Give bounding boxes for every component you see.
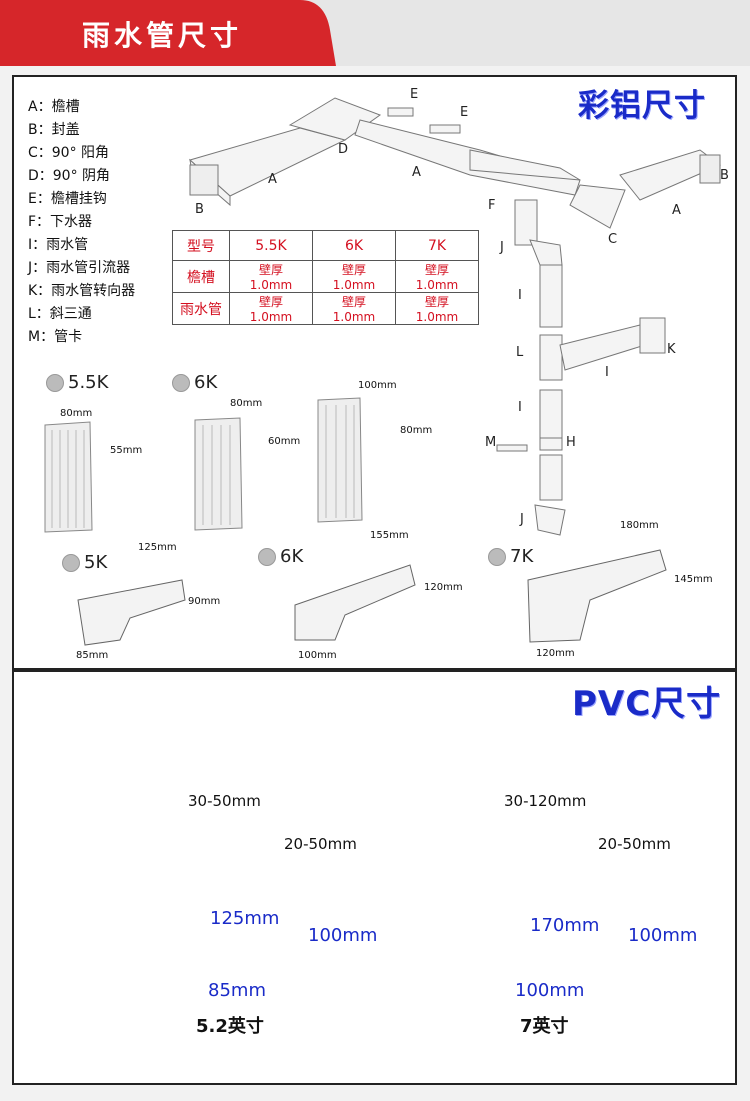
gutter-model-name: 5K: [84, 552, 108, 573]
part-label-e: E: [460, 105, 469, 120]
part-label-k: K: [667, 342, 676, 357]
gutter-model-label: 5K: [62, 552, 107, 573]
table-cell: 壁厚 1.0mm: [312, 260, 396, 293]
gutter-model-name: 7K: [510, 546, 534, 567]
part-label-i: I: [518, 400, 522, 415]
table-row-header: 檐槽: [172, 260, 230, 293]
pvc-section: [12, 670, 737, 1085]
table-cell: 壁厚 1.0mm: [312, 292, 396, 325]
table-header-cell: 7K: [395, 230, 479, 261]
pipe-width-dim: 100mm: [358, 380, 397, 391]
table-header-cell: 型号: [172, 230, 230, 261]
page-title: 雨水管尺寸: [82, 19, 243, 52]
legend-item: K：雨水管转向器: [28, 283, 136, 299]
pvc-overhang-dim: 30-50mm: [188, 792, 261, 810]
pipe-model-label: 6K: [172, 372, 217, 393]
pipe-model-name: 6K: [194, 372, 218, 393]
pvc-overhang-dim: 30-120mm: [504, 792, 587, 810]
table-header-cell: 5.5K: [229, 230, 313, 261]
part-label-a: A: [268, 172, 277, 187]
part-label-j: J: [520, 512, 524, 527]
gutter-bottom-dim: 100mm: [298, 650, 337, 661]
table-header-row: 型号 5.5K 6K 7K: [172, 230, 479, 261]
legend-item: D：90° 阴角: [28, 168, 111, 184]
gutter-model-name: 6K: [280, 546, 304, 567]
pvc-title: PVC尺寸: [572, 684, 722, 724]
table-cell: 壁厚 1.0mm: [395, 260, 479, 293]
part-label-e: E: [410, 87, 419, 102]
legend-item: L：斜三通: [28, 306, 92, 322]
table-header-cell: 6K: [312, 230, 396, 261]
aluminum-title: 彩铝尺寸: [578, 88, 706, 124]
pvc-gap-dim: 20-50mm: [598, 835, 671, 853]
table-row: 雨水管 壁厚 1.0mm 壁厚 1.0mm 壁厚 1.0mm: [172, 292, 479, 325]
gutter-top-dim: 180mm: [620, 520, 659, 531]
gutter-height-dim: 120mm: [424, 582, 463, 593]
model-badge-icon: [172, 374, 190, 392]
pvc-width-dim: 125mm: [210, 908, 280, 929]
spec-table: 型号 5.5K 6K 7K 檐槽 壁厚 1.0mm 壁厚 1.0mm 壁厚 1.…: [172, 230, 479, 325]
gutter-top-dim: 125mm: [138, 542, 177, 553]
table-cell: 壁厚 1.0mm: [229, 260, 313, 293]
gutter-model-label: 7K: [488, 546, 533, 567]
part-label-c: C: [608, 232, 618, 247]
gutter-bottom-dim: 120mm: [536, 648, 575, 659]
part-label-m: M: [485, 435, 497, 450]
table-row-header: 雨水管: [172, 292, 230, 325]
legend-item: F：下水器: [28, 214, 93, 230]
pvc-height-dim: 100mm: [628, 925, 698, 946]
model-badge-icon: [488, 548, 506, 566]
gutter-height-dim: 145mm: [674, 574, 713, 585]
part-label-l: L: [516, 345, 524, 360]
pipe-model-label: 5.5K: [46, 372, 108, 393]
pipe-depth-dim: 55mm: [110, 445, 143, 456]
pipe-model-name: 5.5K: [68, 372, 109, 393]
part-label-d: D: [338, 142, 349, 157]
pvc-gap-dim: 20-50mm: [284, 835, 357, 853]
gutter-top-dim: 155mm: [370, 530, 409, 541]
part-label-b: B: [720, 168, 729, 183]
pipe-depth-dim: 80mm: [400, 425, 433, 436]
legend-item: B：封盖: [28, 122, 80, 138]
parts-legend: A：檐槽 B：封盖 C：90° 阳角 D：90° 阴角 E：檐槽挂钩 F：下水器…: [28, 96, 135, 349]
model-badge-icon: [258, 548, 276, 566]
part-label-i: I: [518, 288, 522, 303]
pvc-size-label: 5.2英寸: [196, 1016, 264, 1037]
table-row: 檐槽 壁厚 1.0mm 壁厚 1.0mm 壁厚 1.0mm: [172, 260, 479, 293]
part-label-h: H: [566, 435, 576, 450]
legend-item: I：雨水管: [28, 237, 89, 253]
table-cell: 壁厚 1.0mm: [395, 292, 479, 325]
part-label-f: F: [488, 198, 496, 213]
pipe-depth-dim: 60mm: [268, 436, 301, 447]
pipe-width-dim: 80mm: [60, 408, 93, 419]
legend-item: A：檐槽: [28, 99, 80, 115]
pvc-bottom-dim: 100mm: [515, 980, 585, 1001]
model-badge-icon: [62, 554, 80, 572]
part-label-b: B: [195, 202, 204, 217]
part-label-a: A: [412, 165, 421, 180]
legend-item: M：管卡: [28, 329, 83, 345]
header-shape: [0, 0, 750, 66]
pvc-size-label: 7英寸: [520, 1016, 569, 1037]
part-label-i: I: [605, 365, 609, 380]
model-badge-icon: [46, 374, 64, 392]
pvc-height-dim: 100mm: [308, 925, 378, 946]
gutter-bottom-dim: 85mm: [76, 650, 109, 661]
table-cell: 壁厚 1.0mm: [229, 292, 313, 325]
legend-item: C：90° 阳角: [28, 145, 110, 161]
legend-item: J：雨水管引流器: [28, 260, 131, 276]
pvc-width-dim: 170mm: [530, 915, 600, 936]
gutter-model-label: 6K: [258, 546, 303, 567]
part-label-j: J: [500, 240, 504, 255]
pipe-width-dim: 80mm: [230, 398, 263, 409]
part-label-a: A: [672, 203, 681, 218]
header-banner: 雨水管尺寸: [0, 0, 750, 66]
gutter-height-dim: 90mm: [188, 596, 221, 607]
pvc-bottom-dim: 85mm: [208, 980, 266, 1001]
legend-item: E：檐槽挂钩: [28, 191, 107, 207]
